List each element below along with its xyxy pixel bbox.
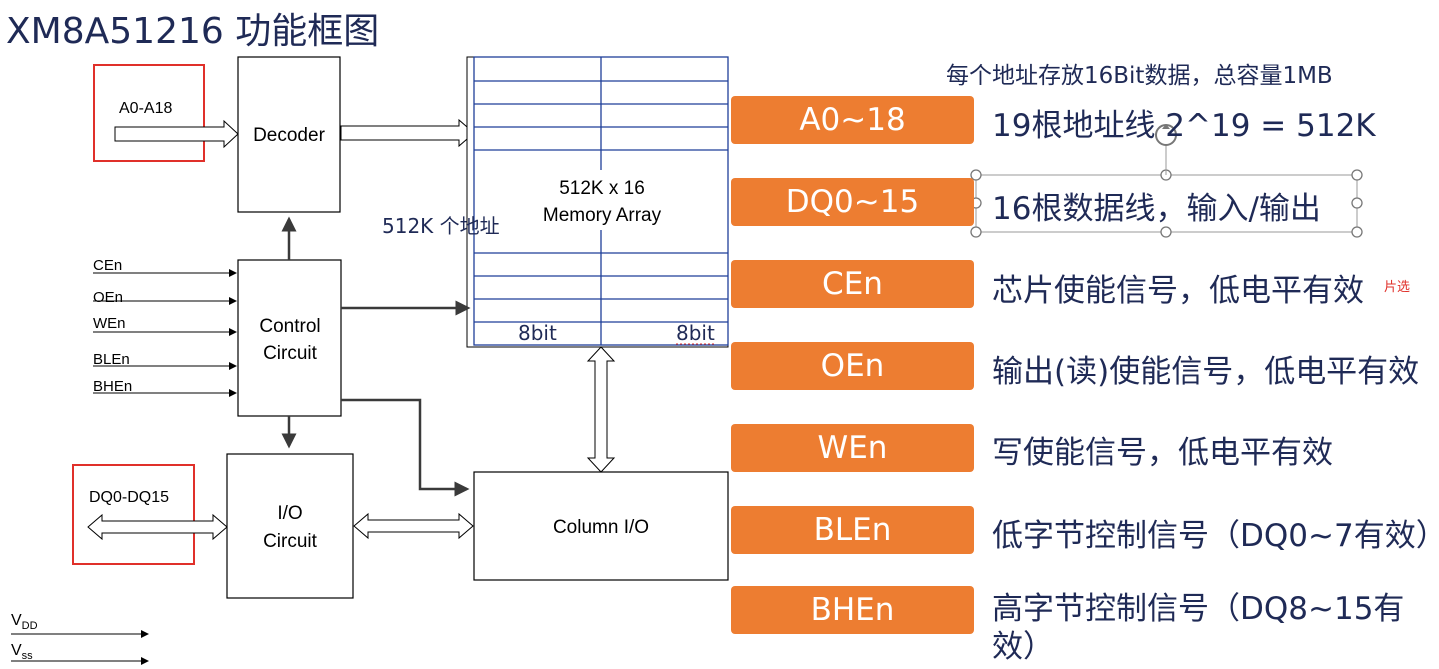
- column-io-label: Column I/O: [553, 517, 649, 538]
- dq-input-label: DQ0-DQ15: [89, 489, 169, 506]
- signal-inputs: CEn OEn WEn BLEn BHEn: [93, 257, 237, 397]
- memory-grid: [473, 56, 729, 346]
- decoder-memory-arrow: [340, 118, 475, 148]
- io-circuit-line2: Circuit: [263, 531, 318, 552]
- selection-handles: [970, 169, 1363, 238]
- memory-label-bg: [520, 170, 685, 230]
- address-arrow: [114, 119, 239, 149]
- vdd-label: VDD: [11, 612, 38, 632]
- io-circuit-line1: I/O: [277, 503, 302, 524]
- control-circuit-box: [237, 259, 342, 417]
- control-circuit-line1: Control: [259, 316, 320, 337]
- memory-array-line2: Memory Array: [543, 205, 662, 226]
- memory-array-line1: 512K x 16: [559, 178, 645, 199]
- signal-blen: BLEn: [93, 351, 130, 368]
- column-io-box: [473, 471, 729, 581]
- signal-oen: OEn: [93, 289, 123, 306]
- pin-bhen-desc: 高字节控制信号（DQ8~15有 效）: [992, 591, 1405, 665]
- pin-dq0-15: DQ0~15: [731, 178, 974, 226]
- address-count-label: 512K 个地址: [382, 214, 500, 238]
- pin-cen: CEn: [731, 260, 974, 308]
- pin-a0-18: A0~18: [731, 96, 974, 144]
- rotate-handle-icon[interactable]: [1155, 124, 1177, 175]
- column-right-bits: 8bit: [676, 321, 715, 345]
- pin-oen-desc: 输出(读)使能信号，低电平有效: [992, 354, 1420, 390]
- decoder-label: Decoder: [253, 125, 325, 146]
- decoder-box: [237, 56, 341, 213]
- address-input-label: A0-A18: [119, 100, 172, 117]
- chip-select-note: 片选: [1384, 280, 1411, 295]
- pin-wen: WEn: [731, 424, 974, 472]
- io-circuit-box: [226, 453, 354, 599]
- signal-bhen: BHEn: [93, 378, 132, 395]
- capacity-note: 每个地址存放16Bit数据，总容量1MB: [946, 63, 1333, 89]
- control-to-column-arrow: [341, 398, 470, 497]
- vss-label: Vss: [11, 642, 33, 662]
- pin-blen: BLEn: [731, 506, 974, 554]
- control-circuit-line2: Circuit: [263, 343, 318, 364]
- signal-wen: WEn: [93, 315, 126, 332]
- address-input-box: [93, 64, 205, 162]
- pin-a0-18-desc: 19根地址线 2^19 = 512K: [992, 108, 1376, 144]
- dq-io-arrow: [87, 513, 228, 541]
- io-column-arrow: [353, 512, 474, 540]
- pin-oen: OEn: [731, 342, 974, 390]
- signal-cen: CEn: [93, 257, 122, 274]
- memory-column-arrow: [586, 346, 616, 473]
- page-title: XM8A51216 功能框图: [6, 11, 380, 52]
- pin-bhen: BHEn: [731, 586, 974, 634]
- pin-blen-desc: 低字节控制信号（DQ0~7有效）: [992, 518, 1439, 554]
- pin-cen-desc: 芯片使能信号，低电平有效: [992, 273, 1364, 309]
- dq-input-box: [72, 464, 195, 565]
- pin-wen-desc: 写使能信号，低电平有效: [992, 435, 1333, 471]
- pin-dq0-15-desc[interactable]: 16根数据线，输入/输出: [992, 191, 1321, 227]
- column-left-bits: 8bit: [518, 321, 557, 345]
